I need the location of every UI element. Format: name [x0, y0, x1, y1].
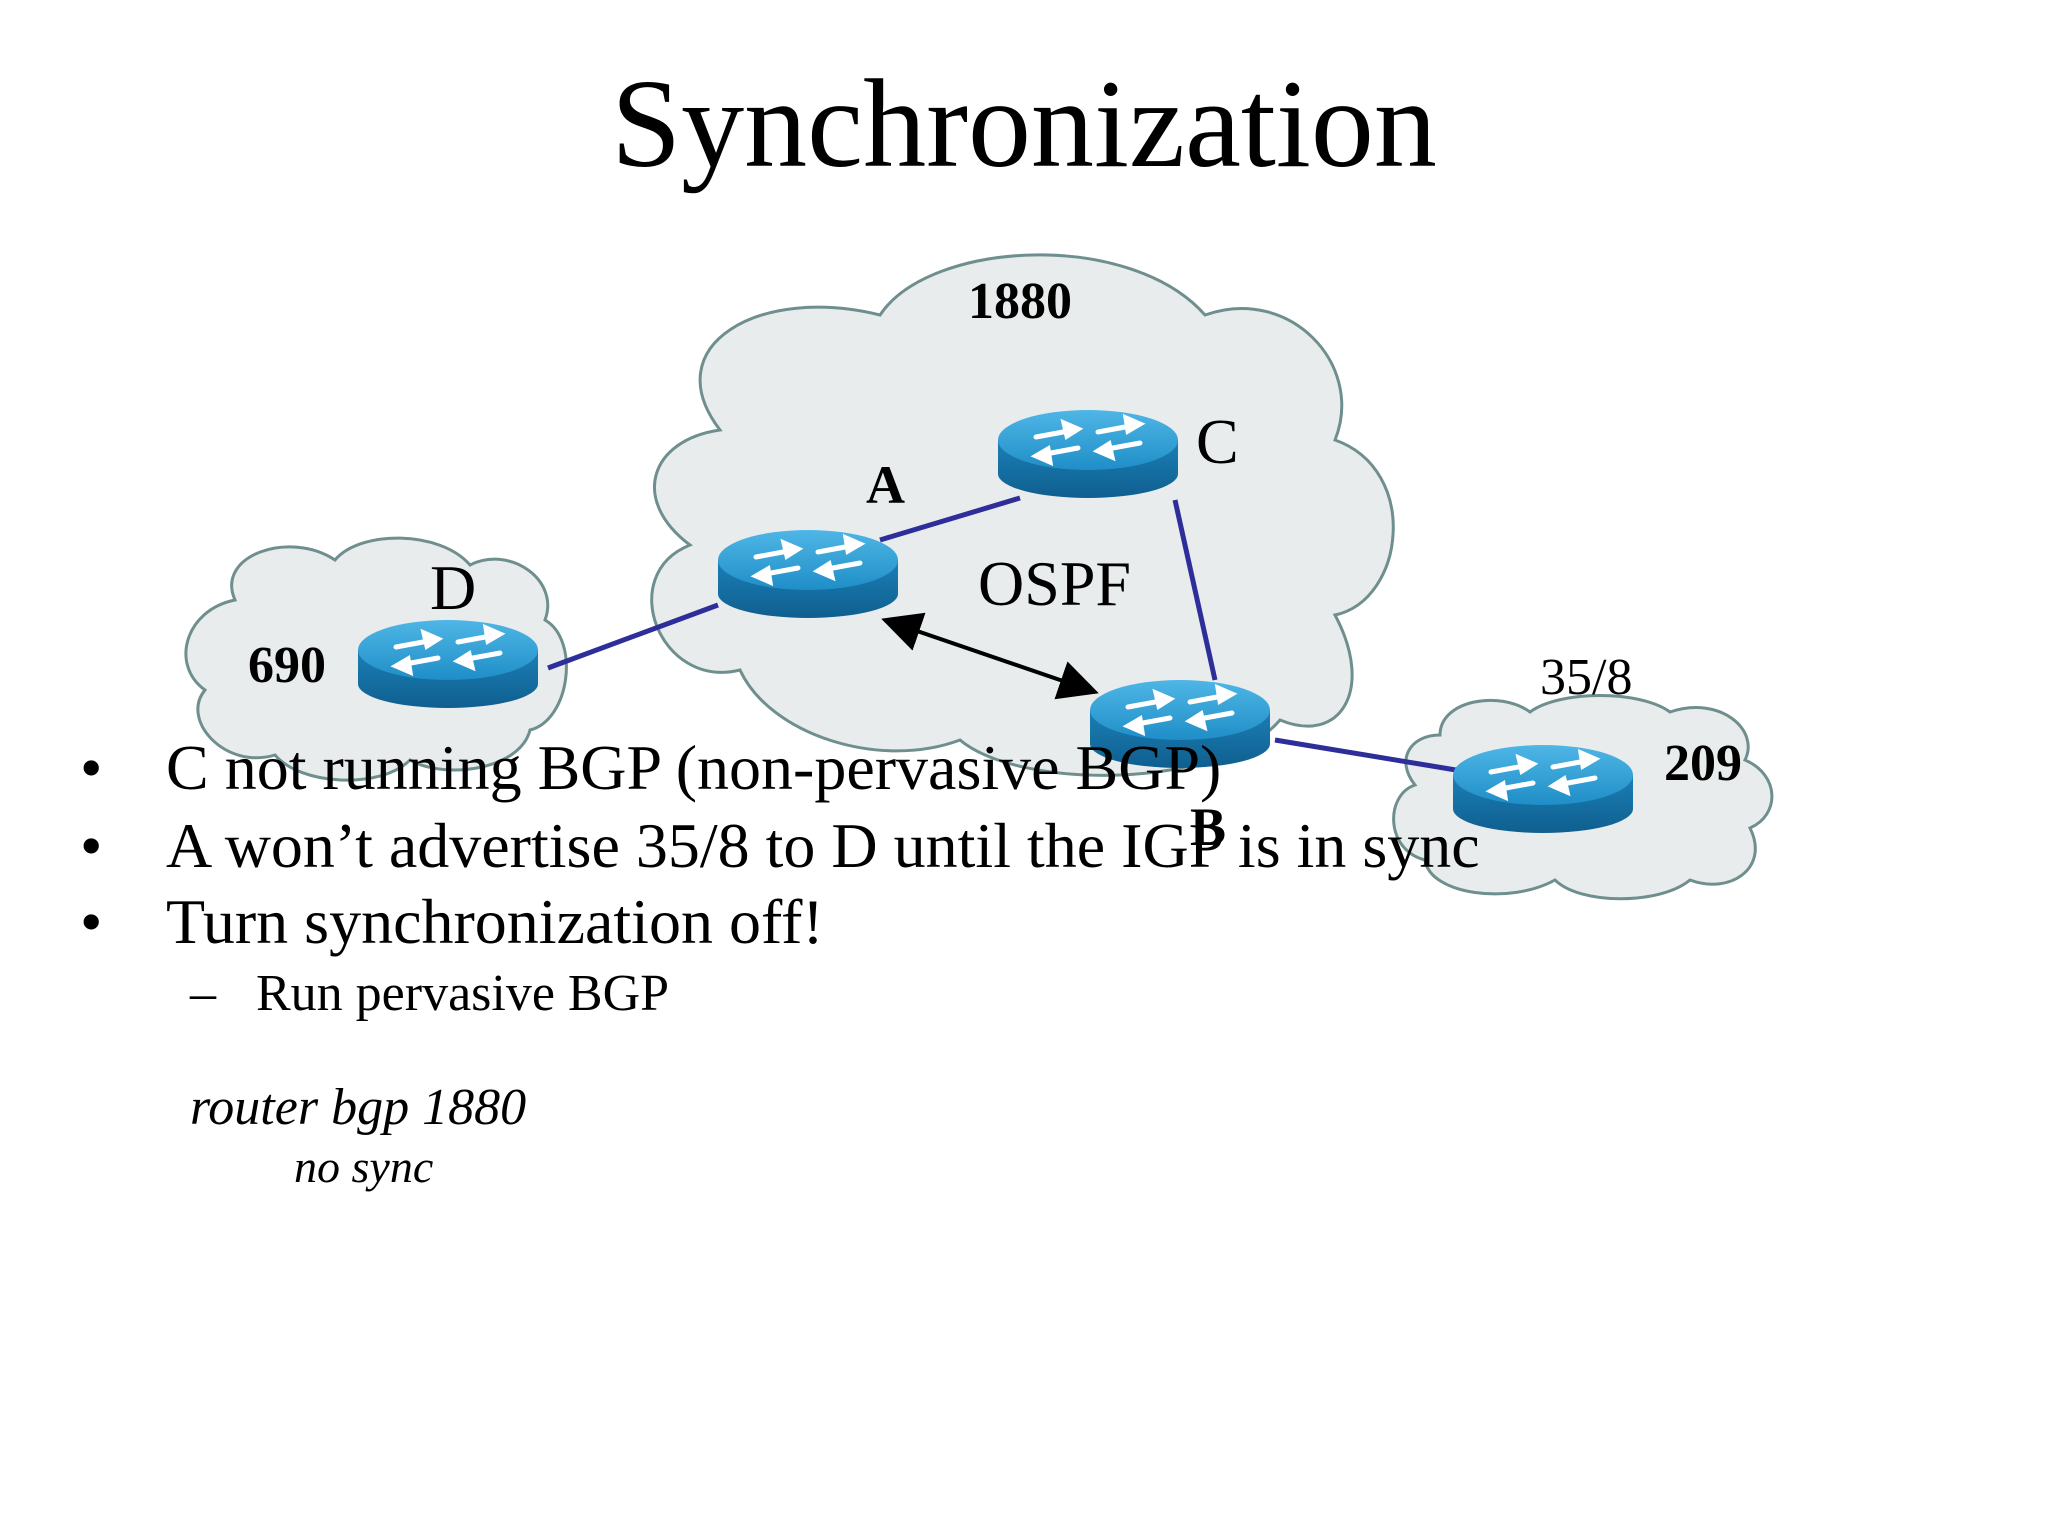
link-b-209 — [1274, 737, 1469, 775]
link-d-a — [547, 602, 719, 671]
bullet-3: •Turn synchronization off! — [80, 890, 824, 954]
router-d-label: D — [430, 552, 477, 623]
config-line-2: no sync — [294, 1141, 434, 1192]
as1880-cloud — [650, 253, 1395, 777]
link-a-c — [879, 495, 1021, 543]
prefix-label: 35/8 — [1540, 649, 1633, 706]
sub-bullet-1-text: Run pervasive BGP — [256, 965, 670, 1022]
sub-bullet-dash: – — [190, 965, 216, 1022]
bullet-1-text: C not running BGP (non-pervasive BGP) — [166, 732, 1222, 803]
bullet-1: •C not running BGP (non-pervasive BGP) — [80, 736, 1221, 800]
bullet-dot: • — [80, 886, 103, 957]
sub-bullet-1: –Run pervasive BGP — [190, 968, 669, 1020]
bullet-2-text: A won’t advertise 35/8 to D until the IG… — [166, 810, 1480, 881]
ospf-label: OSPF — [978, 548, 1131, 619]
router-b-label: B — [1190, 797, 1227, 857]
router-a-label: A — [866, 455, 905, 515]
bullet-2: •A won’t advertise 35/8 to D until the I… — [80, 814, 1480, 878]
config-line-1: router bgp 1880 — [190, 1079, 527, 1136]
router-c — [998, 410, 1178, 498]
as690-label: 690 — [248, 637, 326, 694]
bullet-dot: • — [80, 732, 103, 803]
bullet-dot: • — [80, 810, 103, 881]
router-d — [358, 620, 538, 708]
router-c-label: C — [1196, 406, 1239, 477]
as209-label: 209 — [1664, 735, 1742, 792]
link-c-b — [1172, 499, 1218, 681]
router-209 — [1453, 745, 1633, 833]
as1880-label: 1880 — [968, 273, 1072, 330]
slide-title: Synchronization — [611, 55, 1437, 194]
router-a — [718, 530, 898, 618]
bullet-3-text: Turn synchronization off! — [166, 886, 824, 957]
ibgp-session-arrow — [881, 612, 1099, 700]
